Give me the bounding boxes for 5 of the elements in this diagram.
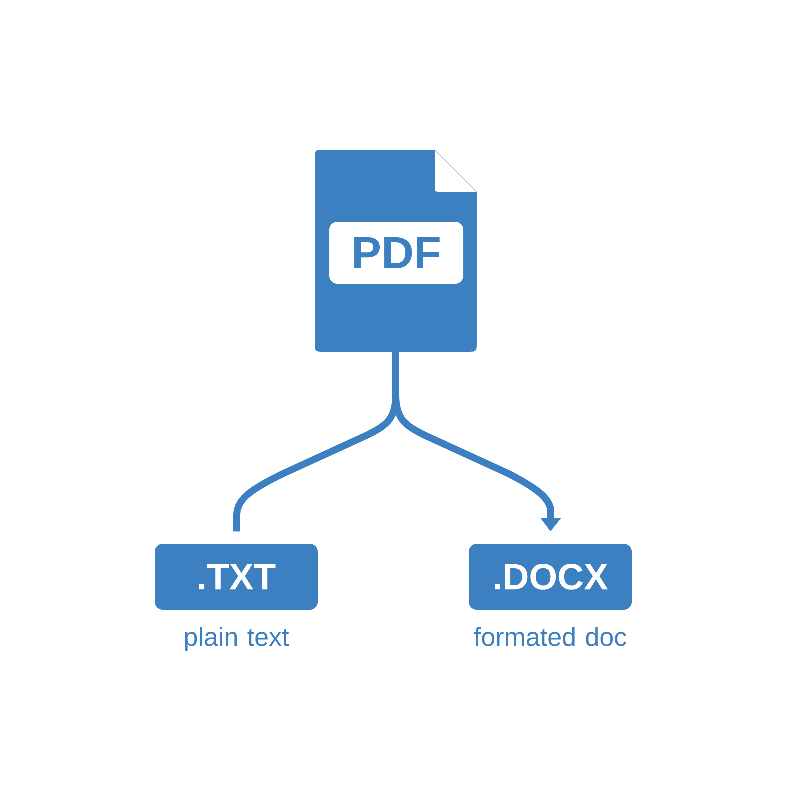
format-box: .DOCX	[469, 544, 632, 610]
label-box: PDF	[330, 222, 464, 284]
format-box: .TXT	[155, 544, 318, 610]
caption-text: plain text	[185, 627, 290, 652]
caption-text: formated doc	[474, 627, 626, 646]
